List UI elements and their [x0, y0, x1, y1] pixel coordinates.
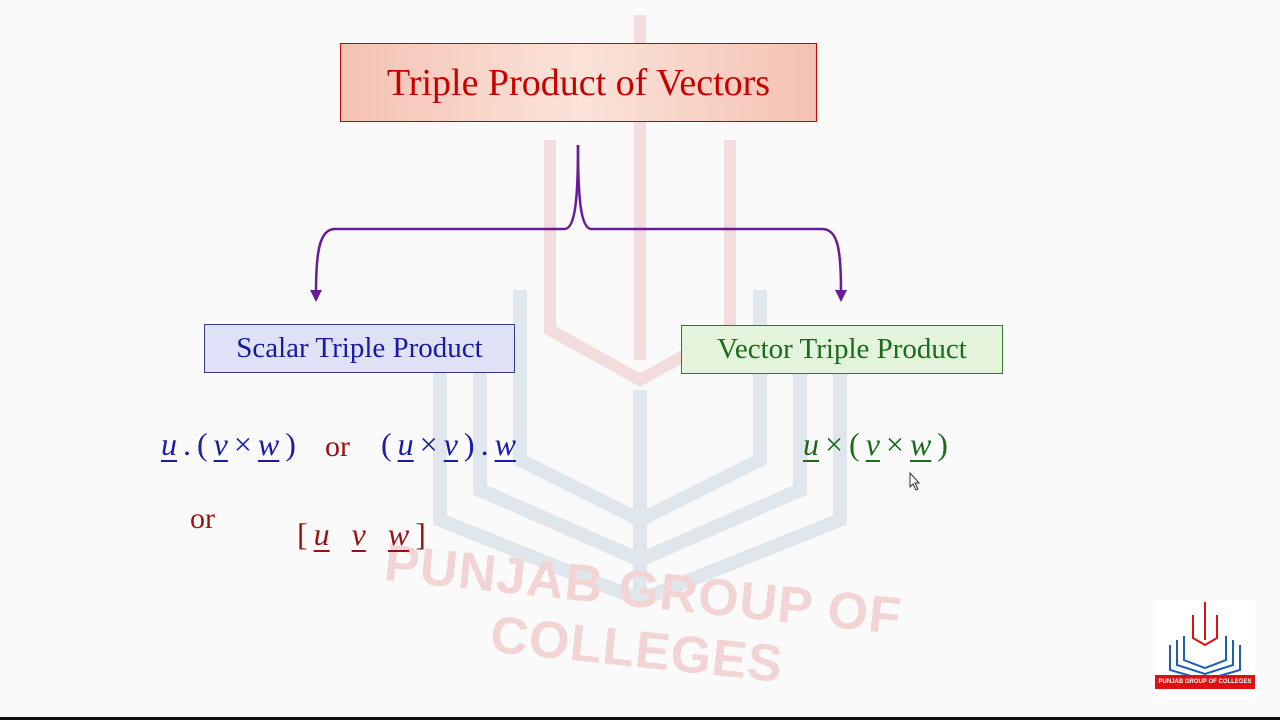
scalar-triple-product-box: Scalar Triple Product: [204, 324, 515, 373]
logo-text: PUNJAB GROUP OF COLLEGES: [1155, 675, 1255, 689]
vector-expression: u×(v×w): [803, 426, 948, 462]
scalar-expression-1: u.(v×w): [161, 426, 296, 462]
bottom-border: [0, 717, 1280, 720]
page-title: Triple Product of Vectors: [386, 61, 771, 104]
scalar-expression-2: (u×v).w: [381, 426, 516, 462]
arrow-head-right: [835, 290, 847, 302]
mouse-cursor-icon: [909, 472, 921, 491]
title-box: Triple Product of Vectors: [340, 43, 817, 122]
or-label-1: or: [325, 430, 350, 463]
vector-triple-product-box: Vector Triple Product: [681, 325, 1003, 374]
or-label-2: or: [190, 502, 215, 535]
college-logo: PUNJAB GROUP OF COLLEGES: [1155, 600, 1255, 700]
box-product-expression: [u v w]: [297, 516, 426, 552]
arrow-head-left: [310, 290, 322, 302]
